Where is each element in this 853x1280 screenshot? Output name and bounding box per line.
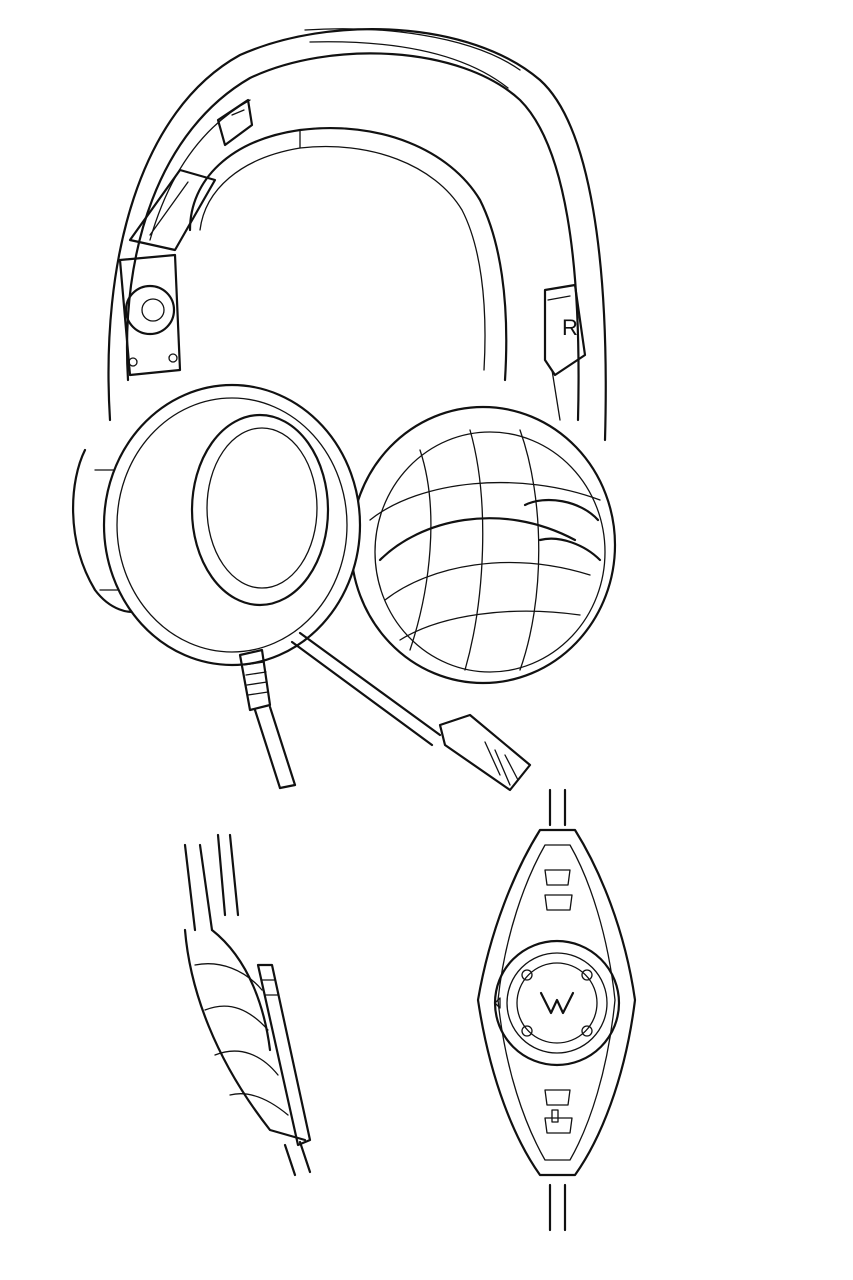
microphone-boom (290, 631, 532, 792)
right-slider: R (543, 283, 587, 421)
side-view (183, 833, 312, 1177)
perspective-view: R (71, 28, 617, 792)
right-side-marker: R (562, 315, 578, 340)
left-slider-hinge (118, 98, 254, 377)
left-ear-cup (71, 383, 362, 667)
cable (238, 648, 297, 790)
right-ear-cup (349, 405, 617, 685)
brand-logo-icon (539, 991, 575, 1015)
headband (107, 28, 607, 442)
front-view-inline-control (476, 788, 637, 1232)
microphone-icon (551, 1109, 559, 1123)
